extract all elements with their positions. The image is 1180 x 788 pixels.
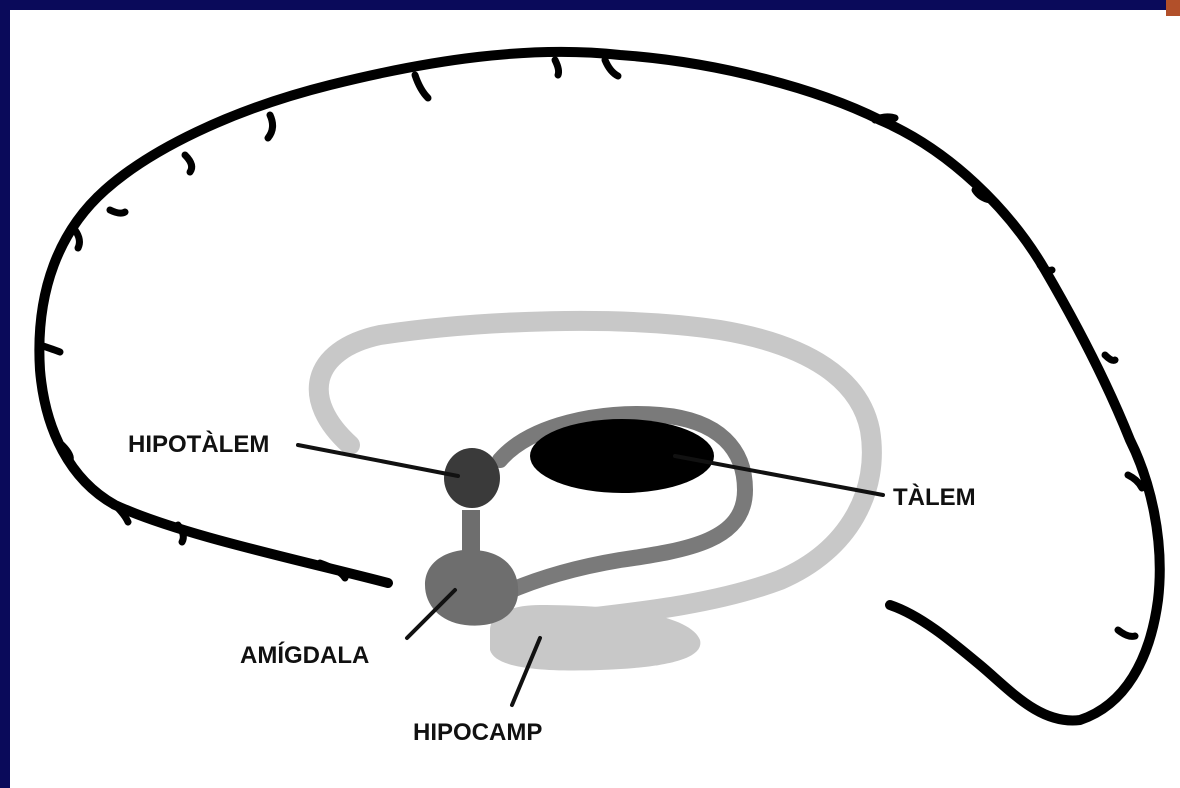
connecting-stalk <box>462 510 480 555</box>
sulci-notches <box>40 60 1142 636</box>
label-hypothalamus: HIPOTÀLEM <box>128 430 269 458</box>
label-thalamus: TÀLEM <box>893 483 976 511</box>
amygdala <box>425 550 518 626</box>
hypothalamus <box>444 448 500 508</box>
thalamus <box>530 419 714 493</box>
label-hippocampus: HIPOCAMP <box>413 719 542 746</box>
leader-line-hypothalamus <box>298 445 458 476</box>
label-amygdala: AMÍGDALA <box>240 641 369 669</box>
leader-line-thalamus <box>675 456 883 495</box>
